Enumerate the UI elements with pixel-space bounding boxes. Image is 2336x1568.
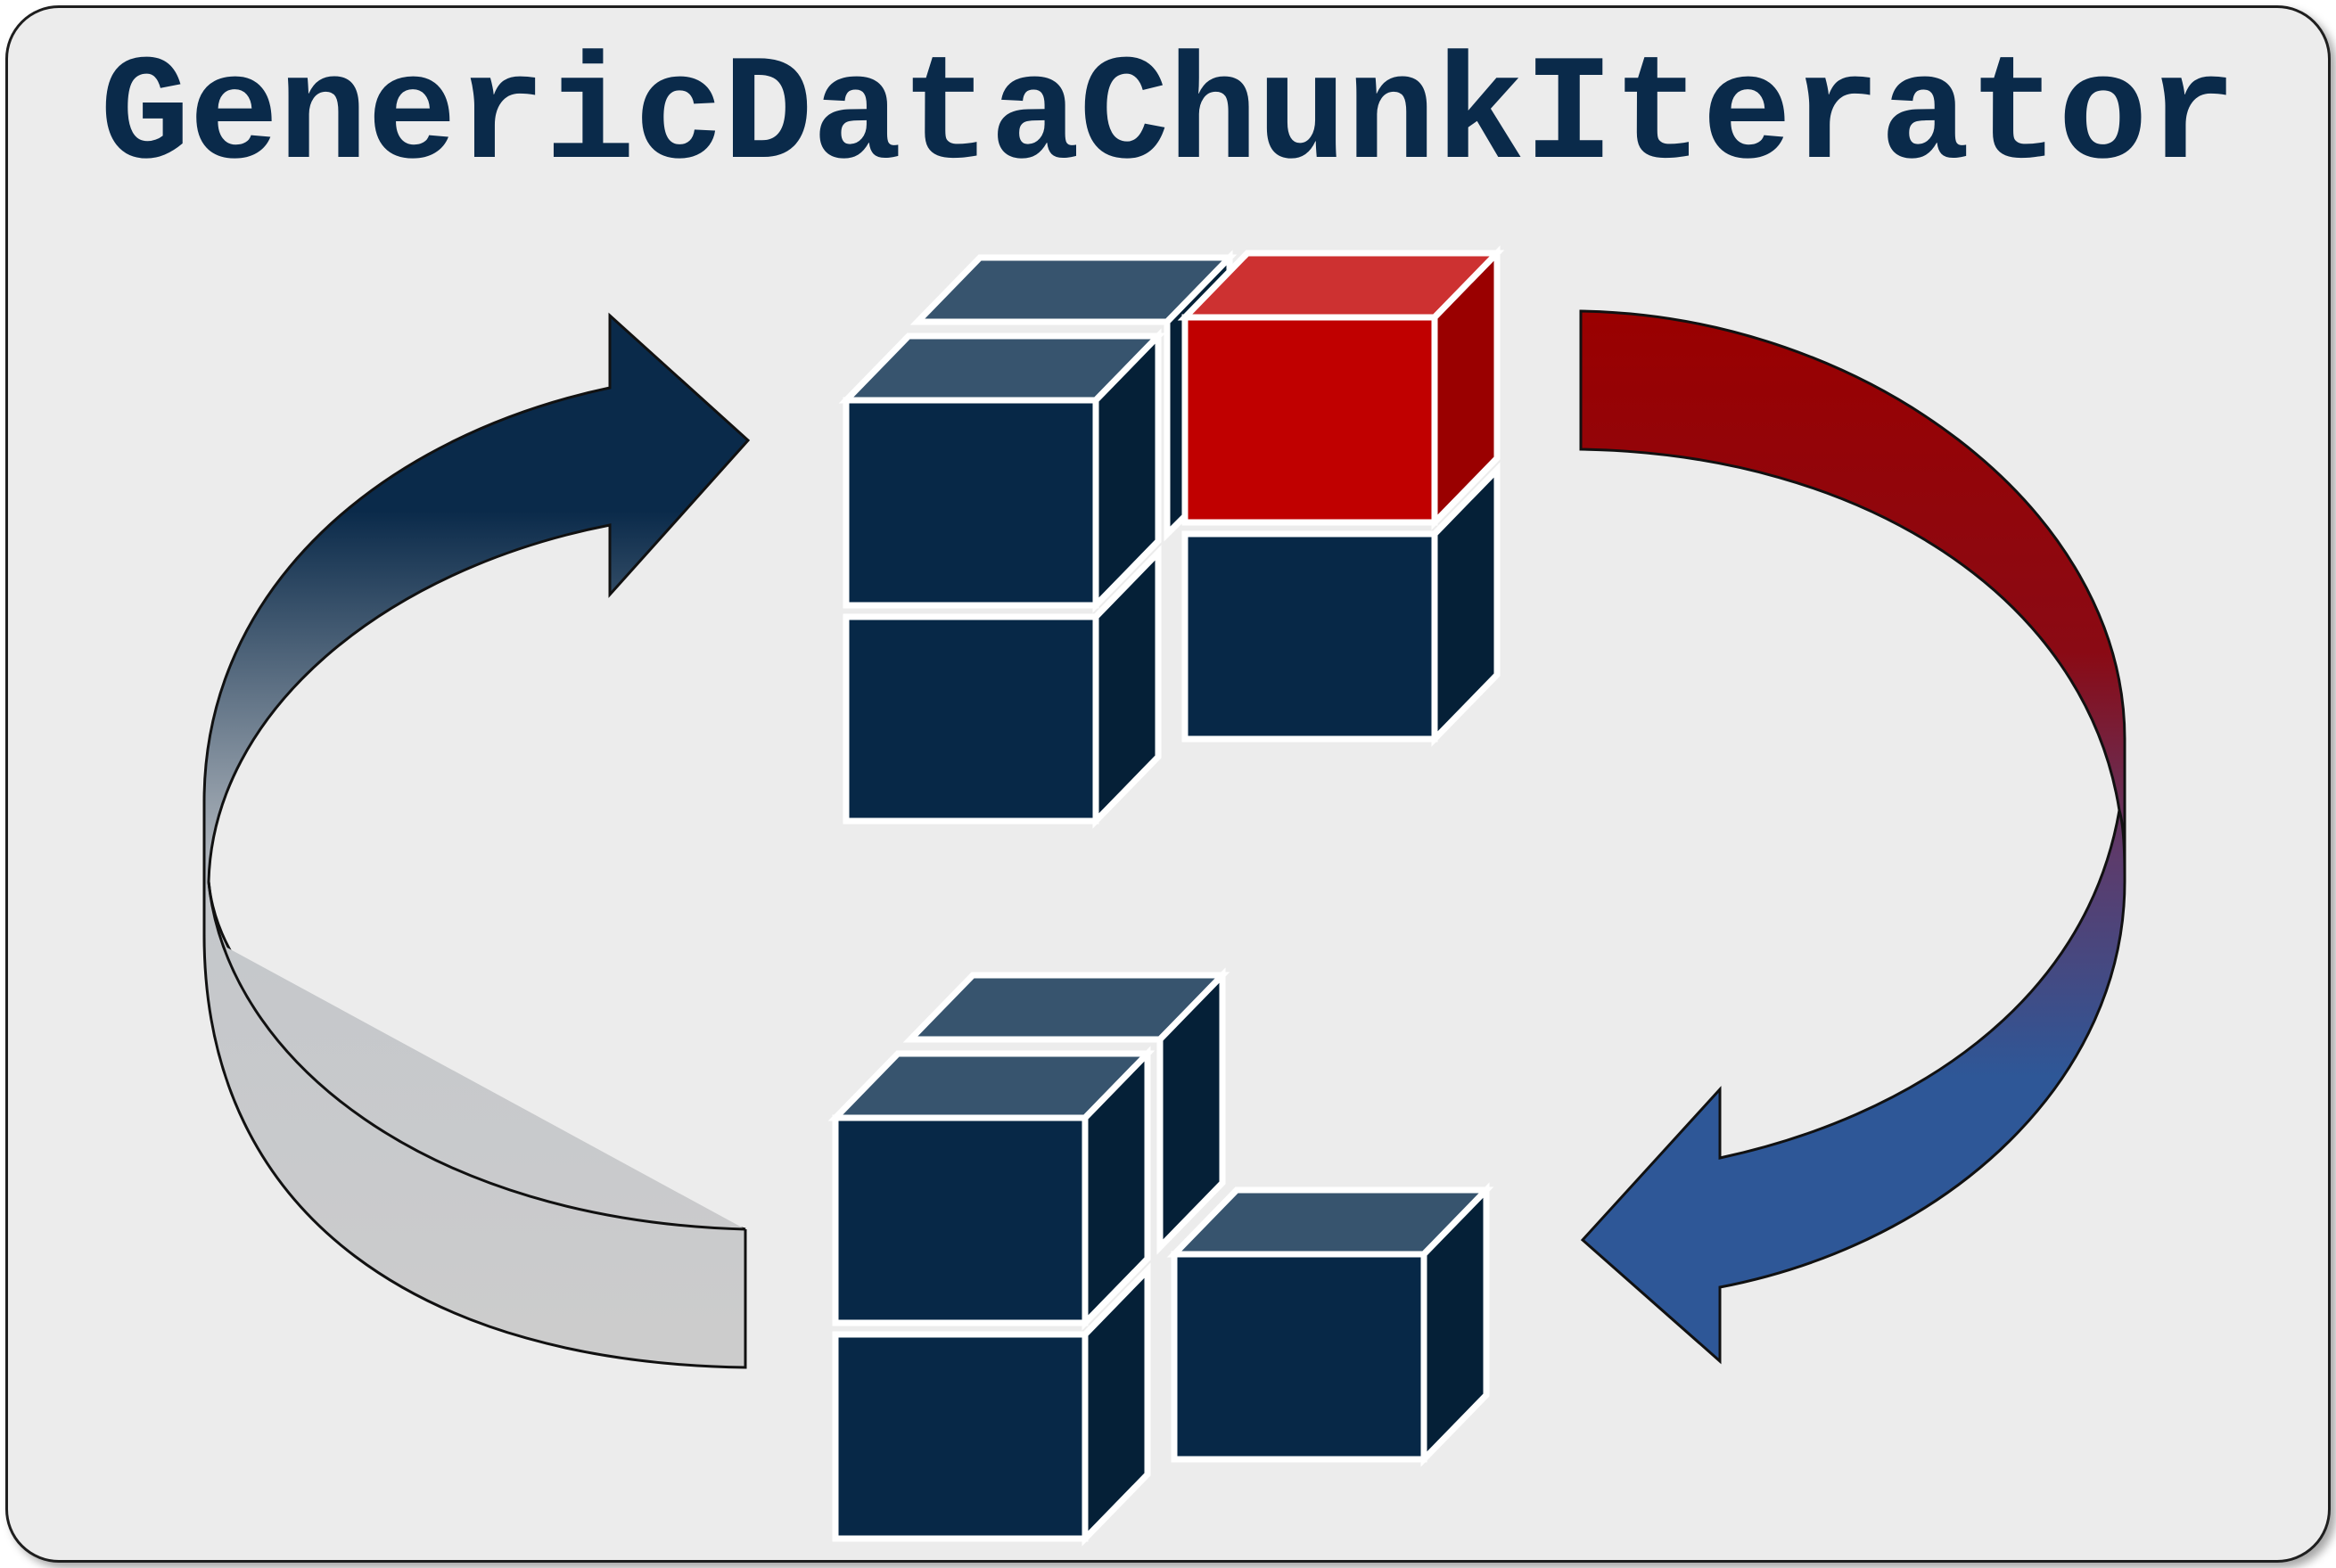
- data-cube: [827, 1046, 1156, 1331]
- red-cube-icon: [1177, 245, 1505, 530]
- data-cube: [832, 1262, 1151, 1547]
- diagram-illustration: [202, 245, 2126, 1547]
- diagram-frame: GenericDataChunkIterator: [5, 5, 2331, 1563]
- data-cube: [838, 328, 1166, 613]
- curved-arrow-up-icon: [202, 312, 751, 1369]
- data-cube: [1166, 1182, 1494, 1467]
- data-cube: [1181, 462, 1501, 747]
- data-cube: [843, 545, 1162, 829]
- diagram-title: GenericDataChunkIterator: [100, 33, 2237, 202]
- data-chunk-cubes-icon: [838, 245, 1505, 829]
- curved-arrow-down-icon: [1579, 309, 2126, 1365]
- written-cubes-icon: [827, 967, 1494, 1547]
- data-cube: [902, 967, 1230, 1255]
